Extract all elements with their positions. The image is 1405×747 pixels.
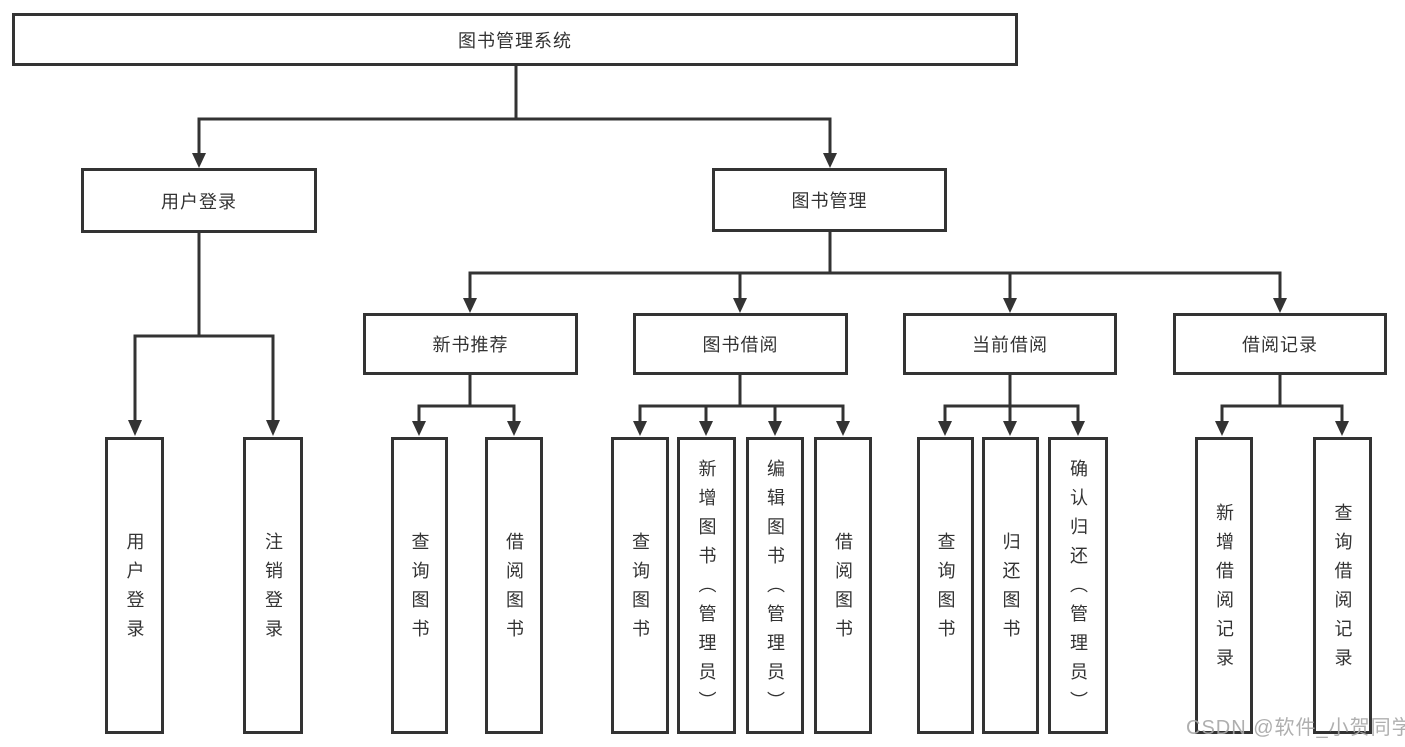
node-new-book-recommend: 新书推荐 bbox=[363, 313, 578, 375]
arrowhead bbox=[1071, 421, 1085, 436]
arrowhead bbox=[507, 421, 521, 436]
arrowhead bbox=[128, 420, 142, 436]
arrowhead bbox=[768, 421, 782, 436]
leaf-add-borrow-record: 新增借阅记录 bbox=[1195, 437, 1253, 734]
arrowhead bbox=[1003, 421, 1017, 436]
node-root: 图书管理系统 bbox=[12, 13, 1018, 66]
connector-records-fork bbox=[1220, 375, 1344, 422]
node-book-borrowing: 图书借阅 bbox=[633, 313, 848, 375]
arrowhead bbox=[1335, 421, 1349, 436]
connector-newbook-fork bbox=[417, 375, 516, 422]
arrowhead bbox=[836, 421, 850, 436]
leaf-borrow-books-borrowing: 借阅图书 bbox=[814, 437, 872, 734]
leaf-logout-login: 注销登录 bbox=[243, 437, 303, 734]
arrowhead bbox=[1003, 298, 1017, 313]
arrowhead bbox=[633, 421, 647, 436]
arrowhead bbox=[699, 421, 713, 436]
leaf-query-books-borrowing: 查询图书 bbox=[611, 437, 669, 734]
connector-currentborrow-fork bbox=[943, 375, 1080, 422]
leaf-query-borrow-record: 查询借阅记录 bbox=[1313, 437, 1372, 734]
leaf-borrow-books-recommend: 借阅图书 bbox=[485, 437, 543, 734]
leaf-confirm-return-admin: 确认归还（管理员） bbox=[1048, 437, 1108, 734]
node-user-login: 用户登录 bbox=[81, 168, 317, 233]
arrowhead bbox=[192, 153, 206, 168]
leaf-query-books-recommend: 查询图书 bbox=[391, 437, 448, 734]
arrowhead bbox=[463, 298, 477, 313]
arrowhead bbox=[733, 298, 747, 313]
connector-bookmgmt-to-level3 bbox=[468, 232, 1282, 275]
connector-userlogin-fork bbox=[133, 233, 275, 421]
connector-bookborrow-fork bbox=[638, 375, 845, 422]
connector-root-to-level2 bbox=[197, 66, 832, 121]
watermark: CSDN @软件_小贺同学 bbox=[1186, 717, 1405, 739]
node-borrowing-records: 借阅记录 bbox=[1173, 313, 1387, 375]
arrowhead bbox=[938, 421, 952, 436]
arrowhead bbox=[1273, 298, 1287, 313]
leaf-user-login: 用户登录 bbox=[105, 437, 164, 734]
leaf-add-books-admin: 新增图书（管理员） bbox=[677, 437, 736, 734]
node-book-management: 图书管理 bbox=[712, 168, 947, 232]
arrowhead bbox=[266, 420, 280, 436]
leaf-query-books-current: 查询图书 bbox=[917, 437, 974, 734]
node-current-borrowing: 当前借阅 bbox=[903, 313, 1117, 375]
arrowhead bbox=[1215, 421, 1229, 436]
leaf-return-books: 归还图书 bbox=[982, 437, 1039, 734]
arrowhead bbox=[412, 421, 426, 436]
leaf-edit-books-admin: 编辑图书（管理员） bbox=[746, 437, 804, 734]
arrowhead bbox=[823, 153, 837, 168]
